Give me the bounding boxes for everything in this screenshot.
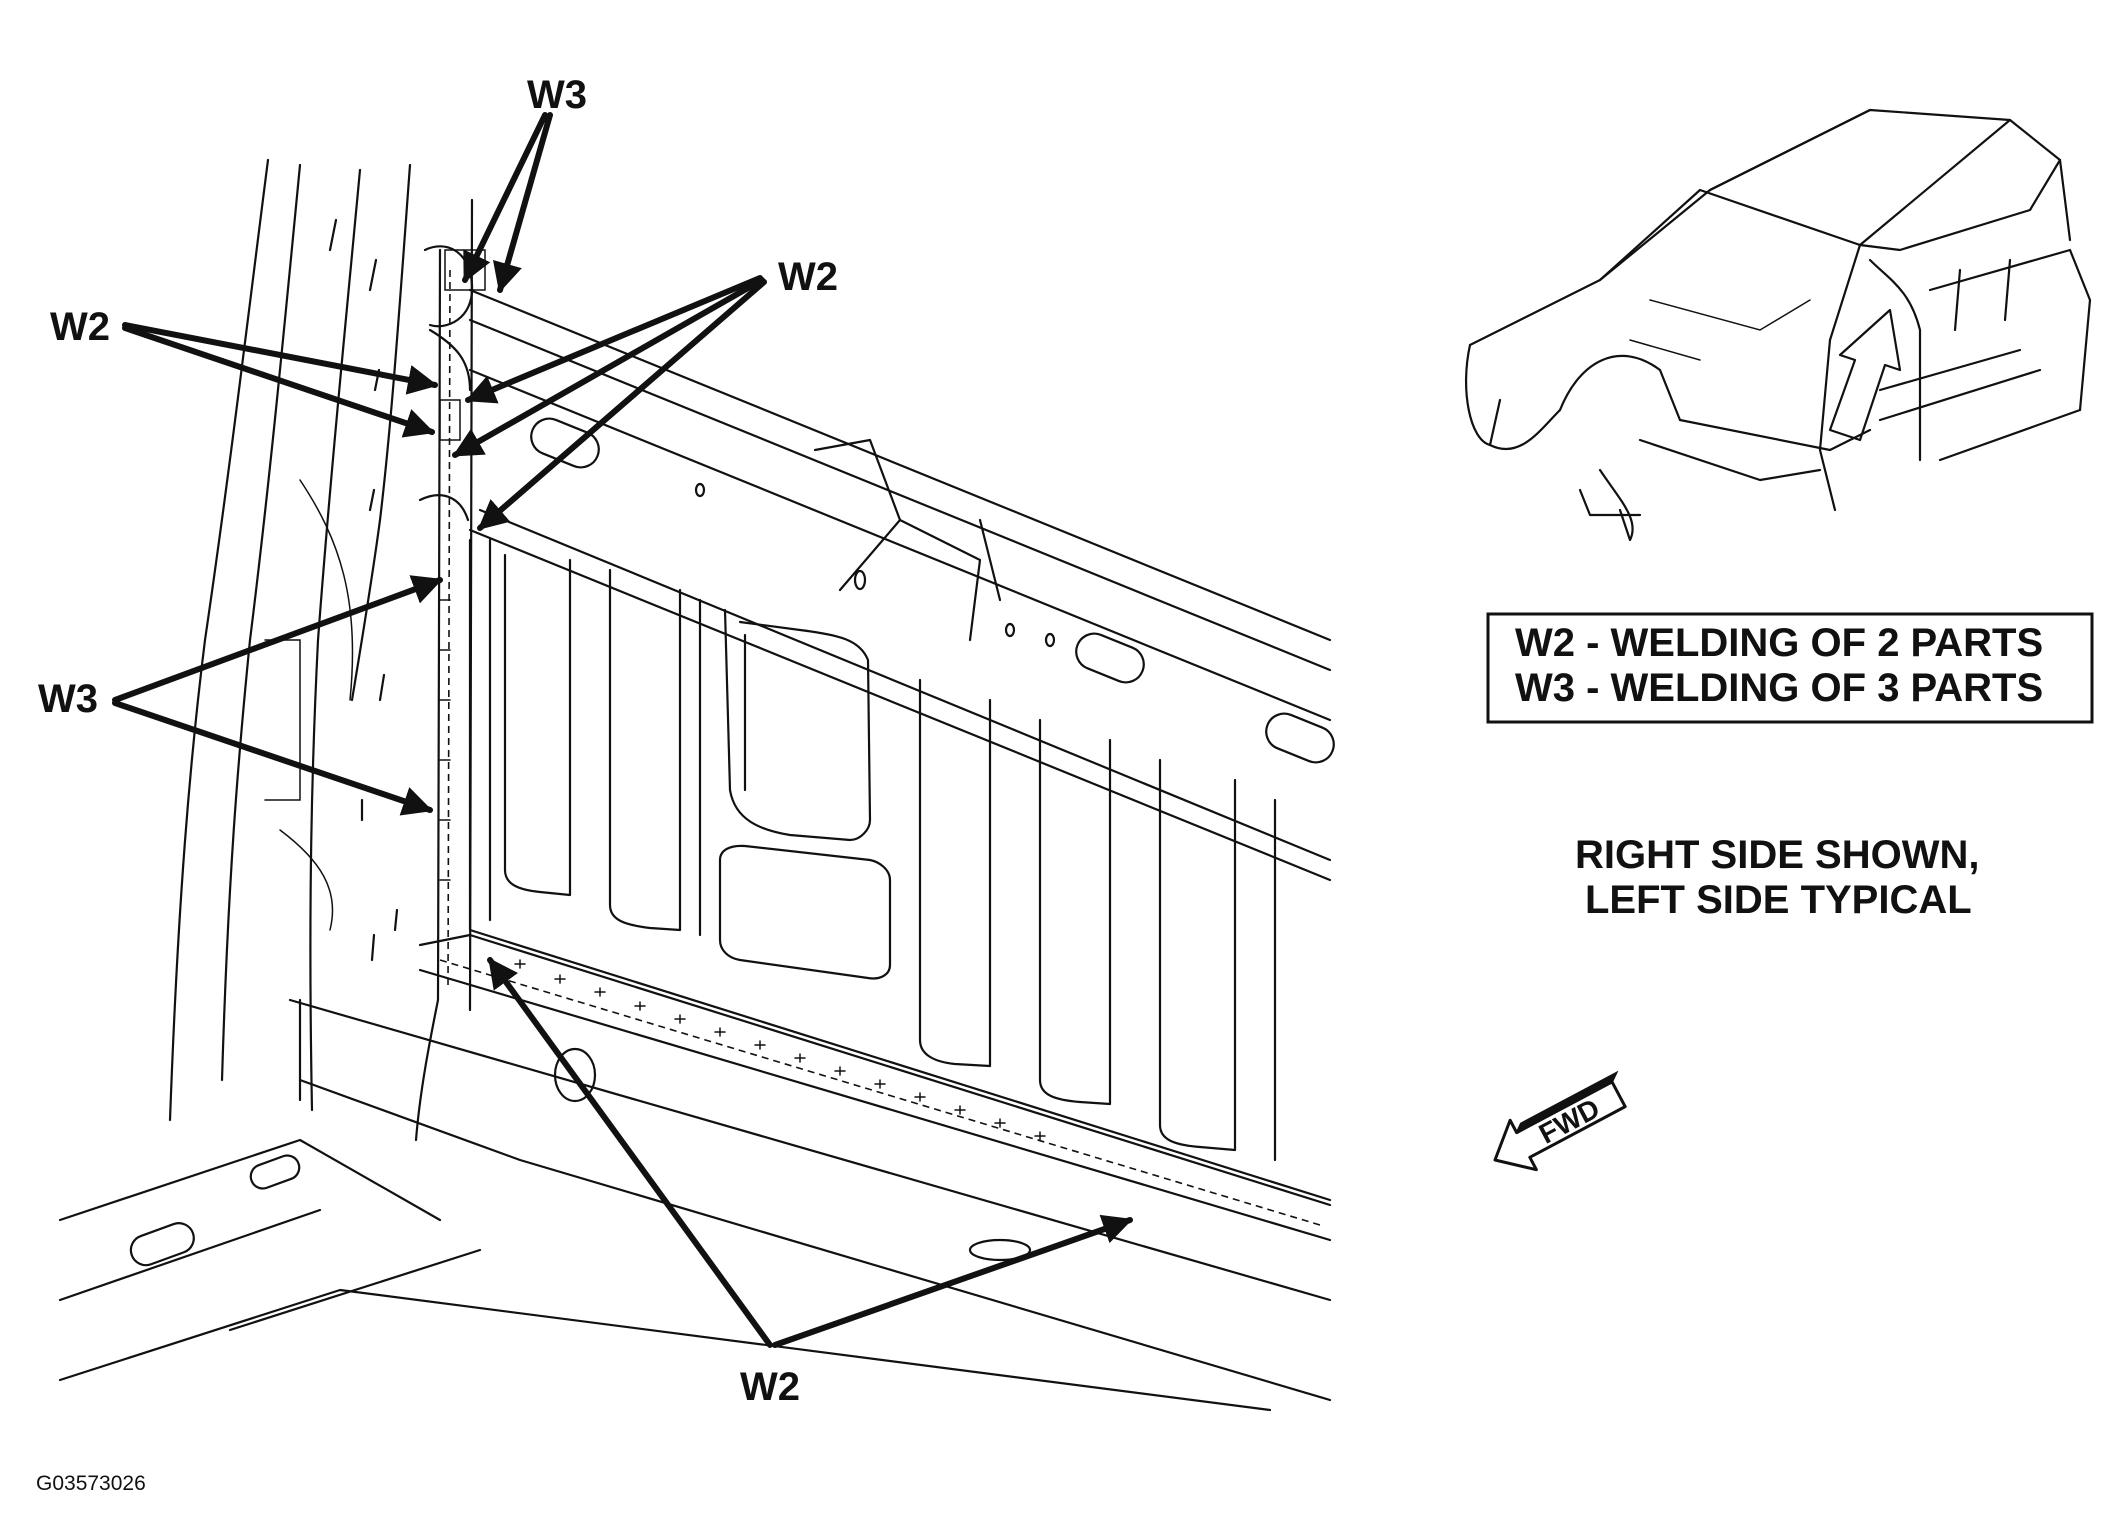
callout-w2-right: W2 [778, 255, 838, 299]
weld-legend: W2 - WELDING OF 2 PARTS W3 - WELDING OF … [1486, 612, 2094, 724]
sill-weld-marks [514, 959, 1046, 1141]
side-note-line2: LEFT SIDE TYPICAL [1585, 878, 1972, 922]
callout-w3-left: W3 [38, 677, 98, 721]
forward-arrow-icon: FWD [1493, 1070, 1627, 1172]
callout-arrows [112, 112, 1133, 1348]
side-note-line1: RIGHT SIDE SHOWN, [1575, 833, 1979, 877]
callout-w2-bottom: W2 [740, 1365, 800, 1409]
vehicle-body-inset [1464, 108, 2092, 542]
callout-w3-top: W3 [527, 73, 587, 117]
legend-w2-text: W2 - WELDING OF 2 PARTS [1515, 621, 2043, 665]
figure-id: G03573026 [36, 1472, 146, 1495]
legend-box [1486, 612, 2094, 724]
callout-w2-left: W2 [50, 305, 110, 349]
legend-w3-text: W3 - WELDING OF 3 PARTS [1515, 666, 2043, 710]
